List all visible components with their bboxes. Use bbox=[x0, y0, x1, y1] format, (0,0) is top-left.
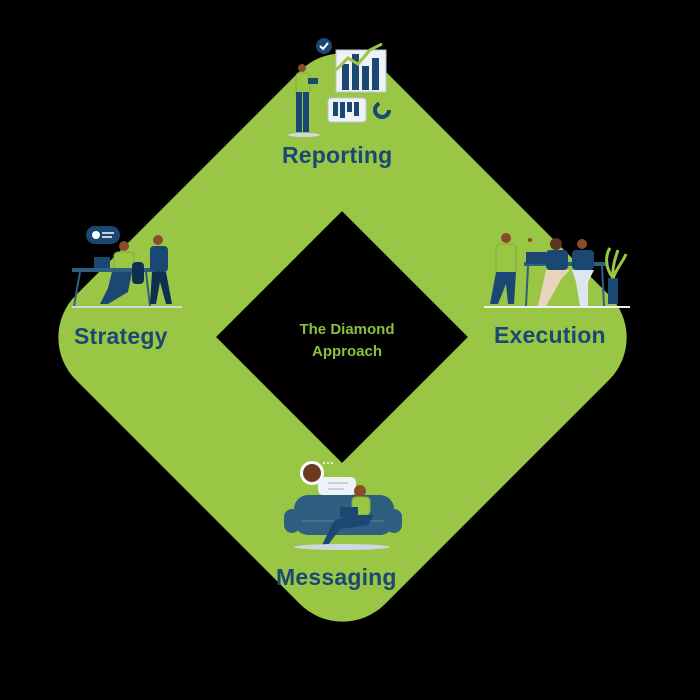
center-title-line2: Approach bbox=[311, 343, 382, 360]
center-title: The Diamond Approach bbox=[262, 319, 432, 363]
center-title-line1: The Diamond bbox=[299, 321, 395, 338]
reporting-illustration-icon bbox=[288, 38, 391, 137]
messaging-illustration-icon bbox=[284, 461, 402, 550]
stage-label-reporting: Reporting bbox=[282, 142, 393, 168]
stage-label-strategy: Strategy bbox=[74, 323, 168, 349]
execution-illustration-icon bbox=[484, 233, 630, 308]
stage-label-messaging: Messaging bbox=[276, 564, 397, 590]
strategy-illustration-icon bbox=[72, 226, 182, 308]
stage-label-execution: Execution bbox=[494, 322, 606, 348]
